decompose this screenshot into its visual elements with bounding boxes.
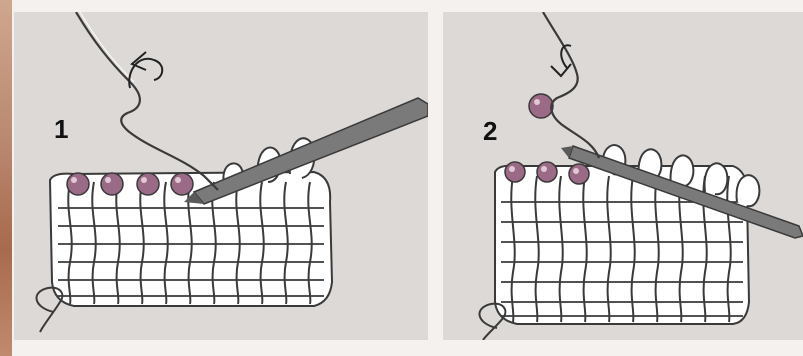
bead-icon — [569, 164, 589, 184]
bead-icon — [505, 162, 525, 182]
bead-icon — [171, 173, 193, 195]
bead-icon — [529, 94, 553, 118]
knitting-illustration-2 — [443, 12, 803, 340]
image-edge-strip — [0, 0, 12, 356]
bead-icon — [137, 173, 159, 195]
step-panel-2: 2 — [443, 12, 803, 340]
bead-icon — [537, 162, 557, 182]
bead-row — [505, 162, 589, 184]
direction-arrow-icon — [551, 45, 571, 76]
bead-icon — [101, 173, 123, 195]
knitting-illustration-1 — [14, 12, 428, 340]
bead-icon — [67, 173, 89, 195]
step-panel-1: 1 — [14, 12, 428, 340]
direction-arrow-icon — [129, 52, 162, 88]
step-number-label: 2 — [483, 116, 497, 147]
yarn-strand-icon — [543, 12, 599, 158]
step-number-label: 1 — [54, 114, 68, 145]
